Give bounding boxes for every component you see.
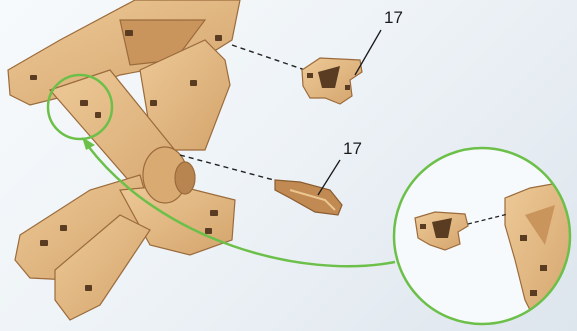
zoom-arrow [87, 145, 396, 268]
zoom-ring [392, 146, 572, 326]
zoom-detail [392, 146, 572, 326]
part-label-17-top: 17 [384, 8, 403, 27]
guide-lines [179, 44, 306, 184]
label-leaders [317, 29, 382, 196]
axle-cylinder-end [174, 161, 196, 195]
guide-line-top [231, 44, 306, 71]
part-17-edge [274, 179, 343, 216]
zoom-arrow-head [82, 137, 95, 150]
frame-bottom-arm [54, 214, 151, 321]
guide-line-bottom [179, 154, 286, 184]
highlight-circle-small [46, 73, 114, 141]
frame-cutouts [30, 30, 222, 291]
wooden-frame-assembly [7, 0, 241, 321]
part-label-17-bottom: 17 [343, 139, 362, 158]
part-17-top [301, 57, 363, 105]
